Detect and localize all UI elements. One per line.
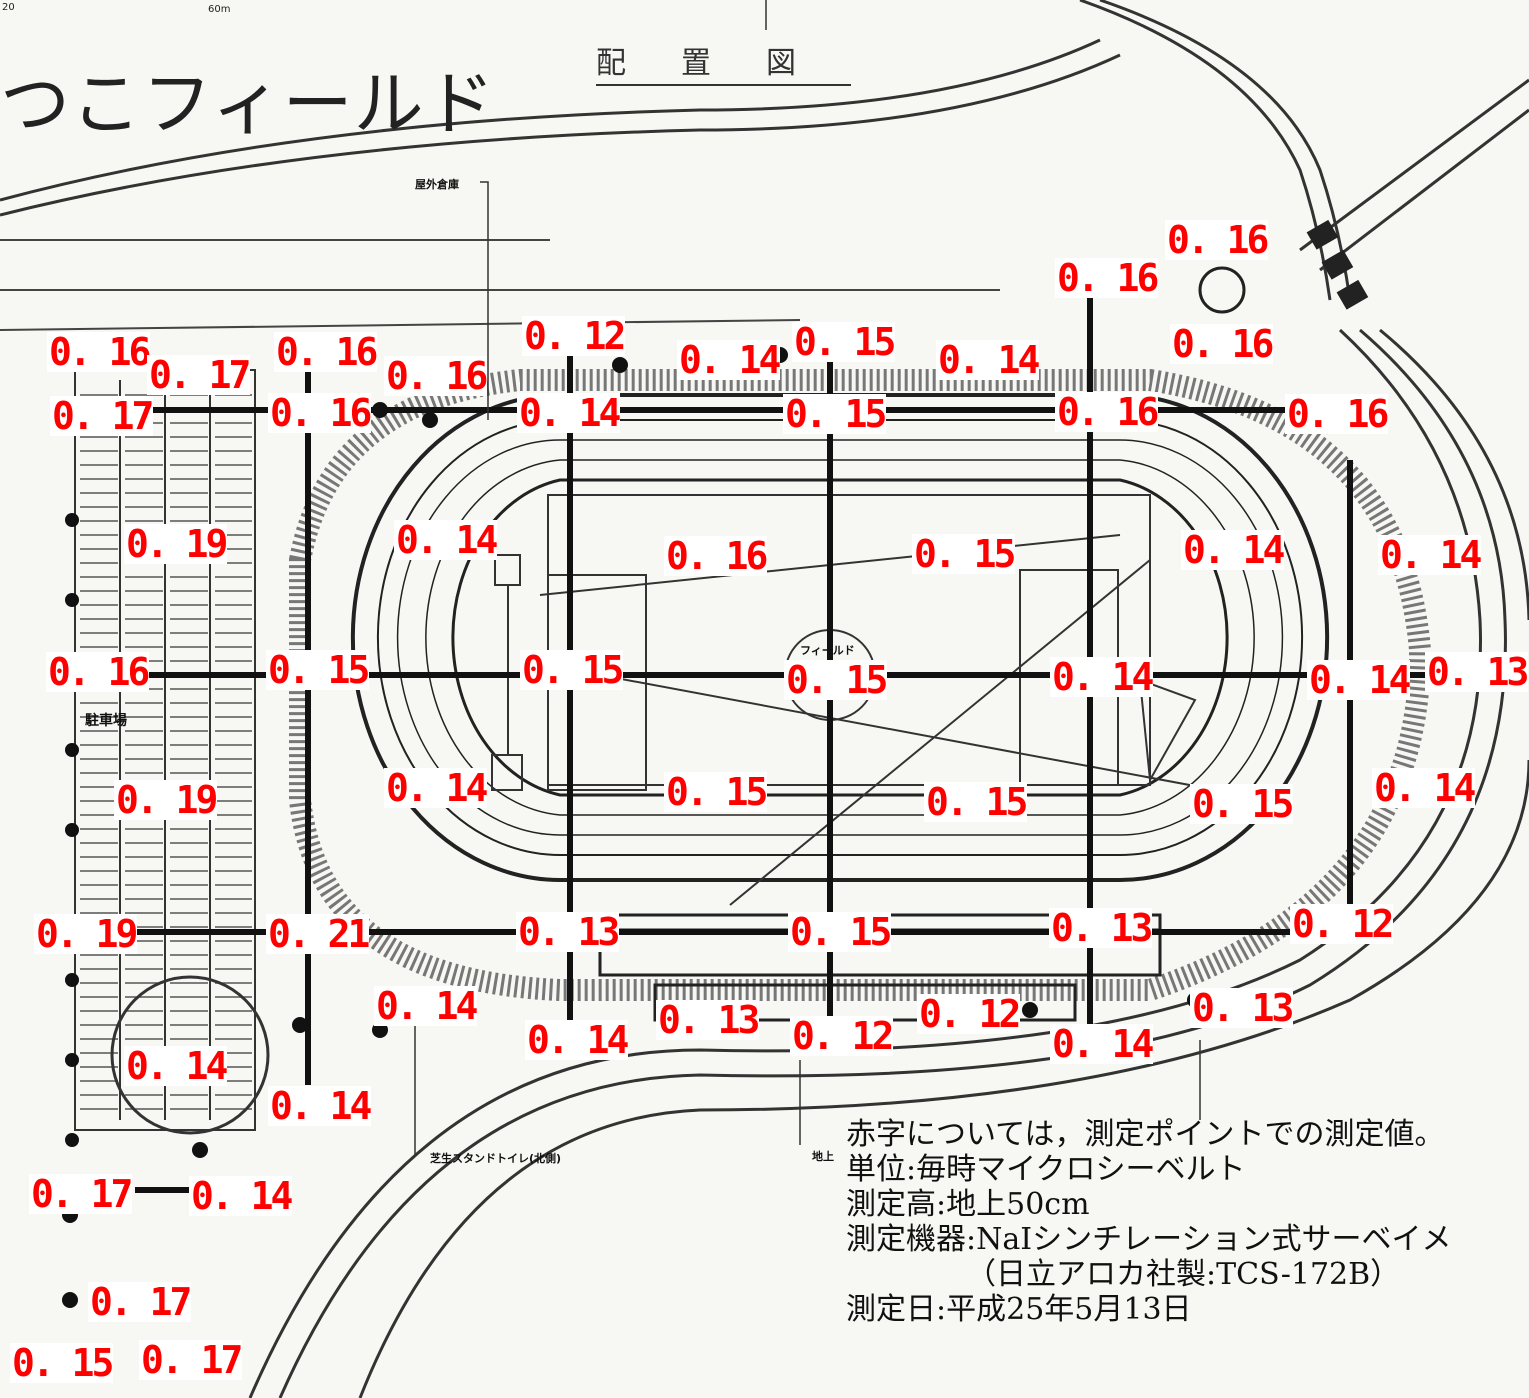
reading-label: 0. 16 [268, 391, 372, 435]
reading-label: 0. 14 [1378, 533, 1482, 577]
reading-label: 0. 14 [384, 766, 488, 810]
reading-label: 0. 16 [46, 650, 150, 694]
note-line: 測定機器:NaIシンチレーション式サーベイメ [846, 1222, 1452, 1257]
measurement-notes: 赤字については，測定ポイントでの測定値。 単位:毎時マイクロシーベルト 測定高:… [846, 1117, 1452, 1327]
reading-label: 0. 15 [266, 648, 370, 692]
reading-label: 0. 14 [268, 1084, 372, 1128]
reading-label: 0. 14 [677, 338, 781, 382]
reading-label: 0. 19 [114, 778, 218, 822]
ground-label: 地上 [812, 1150, 834, 1163]
reading-label: 0. 16 [1055, 390, 1159, 434]
reading-label: 0. 14 [374, 984, 478, 1028]
reading-label: 0. 14 [1181, 528, 1285, 572]
reading-label: 0. 14 [1307, 658, 1411, 702]
reading-label: 0. 14 [936, 338, 1040, 382]
reading-label: 0. 19 [34, 912, 138, 956]
reading-label: 0. 14 [525, 1018, 629, 1062]
reading-label: 0. 16 [1165, 218, 1269, 262]
reading-label: 0. 12 [522, 314, 626, 358]
reading-label: 0. 16 [1055, 256, 1159, 300]
reading-label: 0. 17 [147, 353, 251, 397]
reading-label: 0. 17 [88, 1280, 192, 1324]
reading-label: 0. 15 [784, 658, 888, 702]
reading-label: 0. 13 [1190, 986, 1294, 1030]
parking-label: 駐車場 [85, 713, 127, 729]
reading-label: 0. 15 [520, 648, 624, 692]
reading-label: 0. 15 [792, 320, 896, 364]
reading-label: 0. 13 [1425, 650, 1529, 694]
note-line: 赤字については，測定ポイントでの測定値。 [846, 1117, 1445, 1152]
reading-label: 0. 15 [10, 1341, 114, 1385]
reading-label: 0. 14 [124, 1044, 228, 1088]
reading-label: 0. 13 [516, 910, 620, 954]
reading-label: 0. 17 [50, 394, 154, 438]
reading-label: 0. 16 [1170, 322, 1274, 366]
reading-label: 0. 19 [124, 522, 228, 566]
toilet-label: 芝生スタンドトイレ(北側) [430, 1152, 562, 1165]
reading-label: 0. 15 [788, 910, 892, 954]
warehouse-label: 屋外倉庫 [415, 178, 459, 191]
reading-label: 0. 13 [1049, 906, 1153, 950]
reading-label: 0. 16 [1285, 392, 1389, 436]
note-line: 測定日:平成25年5月13日 [846, 1292, 1192, 1327]
reading-label: 0. 13 [656, 998, 760, 1042]
reading-label: 0. 12 [917, 992, 1021, 1036]
reading-label: 0. 15 [664, 770, 768, 814]
reading-label: 0. 17 [139, 1338, 243, 1382]
reading-label: 0. 12 [1290, 902, 1394, 946]
reading-label: 0. 21 [266, 912, 370, 956]
reading-label: 0. 16 [384, 354, 488, 398]
reading-label: 0. 16 [274, 330, 378, 374]
reading-label: 0. 15 [912, 532, 1016, 576]
reading-label: 0. 14 [394, 518, 498, 562]
reading-label: 0. 17 [29, 1172, 133, 1216]
reading-label: 0. 14 [517, 391, 621, 435]
scale-label-left: 20 [2, 2, 15, 13]
map-title: つこフィールド [0, 63, 496, 145]
reading-label: 0. 15 [783, 392, 887, 436]
reading-label: 0. 12 [790, 1014, 894, 1058]
reading-label: 0. 14 [1050, 655, 1154, 699]
scale-label-right: 60m [208, 4, 231, 15]
field-label: フィールド [800, 644, 855, 657]
plan-heading: 配置図 [596, 38, 851, 86]
note-line: （日立アロカ社製:TCS-172B） [966, 1257, 1401, 1292]
reading-label: 0. 15 [1190, 782, 1294, 826]
reading-label: 0. 14 [1372, 766, 1476, 810]
note-line: 測定高:地上50cm [846, 1187, 1090, 1222]
reading-label: 0. 15 [924, 780, 1028, 824]
reading-label: 0. 16 [664, 534, 768, 578]
reading-label: 0. 14 [1050, 1022, 1154, 1066]
reading-label: 0. 14 [189, 1174, 293, 1218]
note-line: 単位:毎時マイクロシーベルト [846, 1152, 1246, 1187]
reading-label: 0. 16 [47, 330, 151, 374]
